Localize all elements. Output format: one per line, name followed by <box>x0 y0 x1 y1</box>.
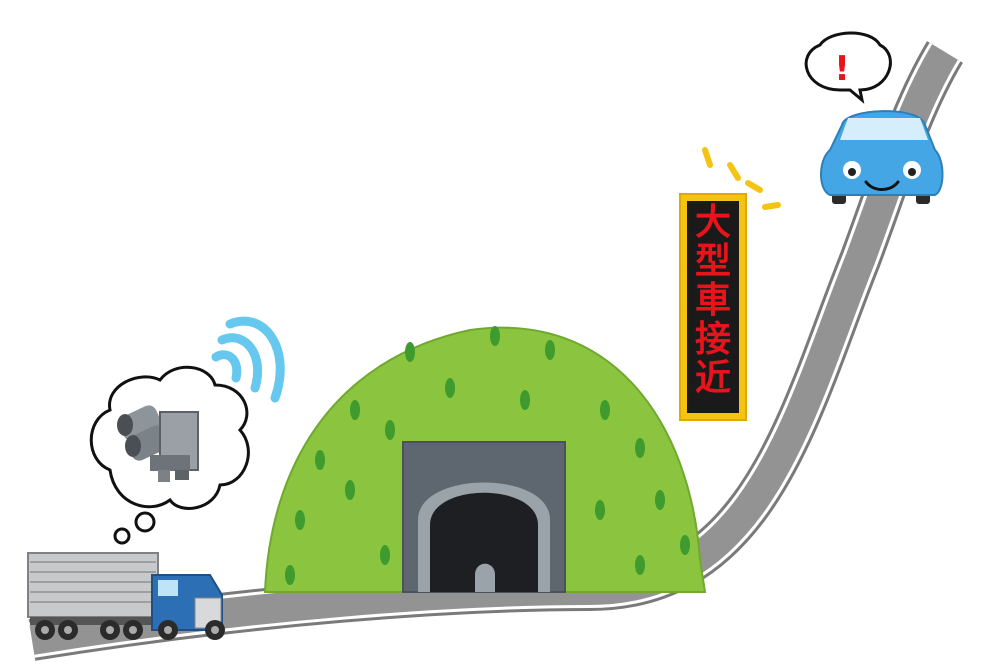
sign-char-4: 接 <box>695 319 731 360</box>
sign-char-3: 車 <box>695 280 731 321</box>
sign-text: 大 型 車 接 近 <box>695 202 731 399</box>
tunnel <box>402 441 566 593</box>
sign-char-2: 型 <box>695 241 731 282</box>
grass-spots <box>285 326 690 585</box>
truck <box>27 552 225 640</box>
alert-bubble <box>804 31 892 104</box>
sensor-device-icon <box>117 405 199 482</box>
signal-waves-icon <box>211 316 285 403</box>
sign-char-5: 近 <box>695 358 731 399</box>
alert-mark-icon: ! <box>834 49 850 89</box>
trailer-ribs <box>30 561 156 603</box>
car <box>820 110 944 204</box>
sign-char-1: 大 <box>695 202 731 243</box>
warning-sign <box>679 147 781 421</box>
